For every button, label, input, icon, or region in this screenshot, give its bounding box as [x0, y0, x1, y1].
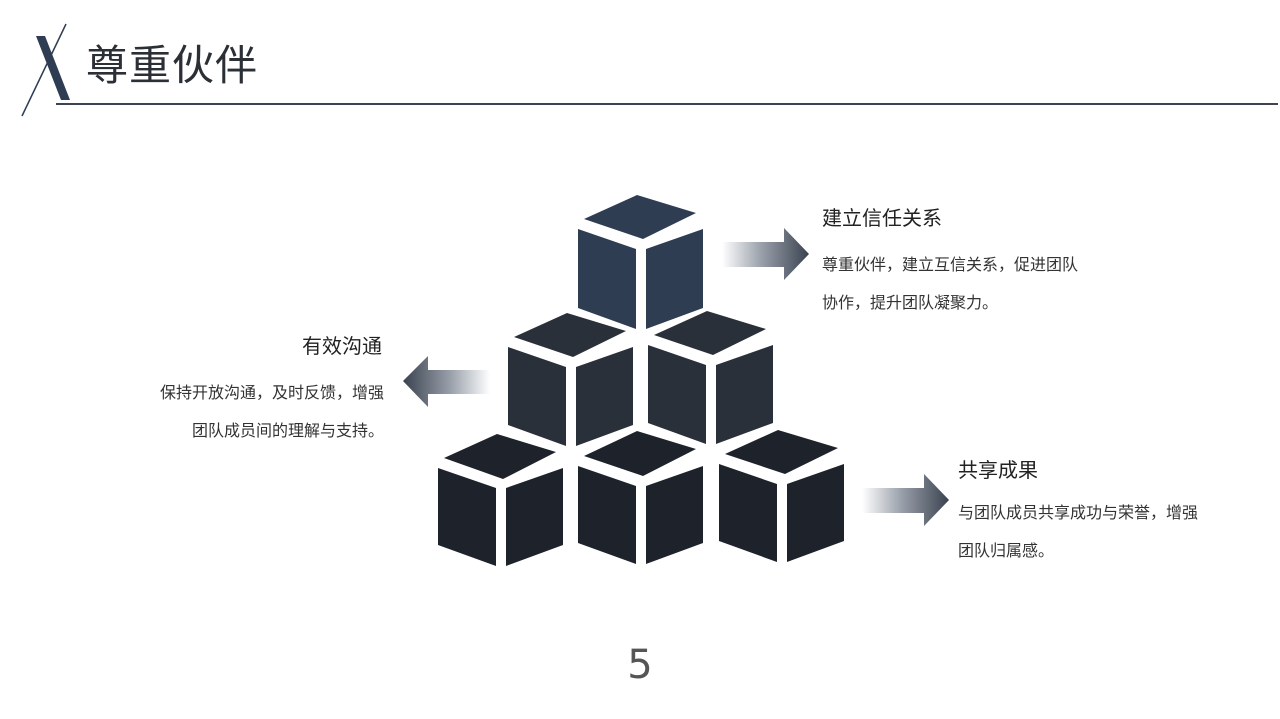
block-communication-title: 有效沟通 — [180, 332, 382, 360]
page-number: 5 — [600, 642, 680, 688]
block-share-body: 与团队成员共享成功与荣誉，增强团队归属感。 — [958, 494, 1208, 570]
arrow-right-bottom — [862, 474, 949, 526]
block-trust-title: 建立信任关系 — [822, 204, 942, 232]
arrow-left-middle — [403, 356, 490, 407]
cube-middle-right — [648, 311, 773, 444]
block-communication-body: 保持开放沟通，及时反馈，增强团队成员间的理解与支持。 — [158, 374, 384, 450]
cube-bottom-left — [438, 434, 563, 566]
cube-top — [578, 195, 703, 329]
block-trust-body: 尊重伙伴，建立互信关系，促进团队协作，提升团队凝聚力。 — [822, 246, 1082, 322]
cube-bottom-middle — [578, 431, 703, 564]
cube-middle-left — [508, 313, 633, 446]
arrow-right-top — [722, 228, 809, 280]
cube-bottom-right — [719, 430, 844, 562]
block-share-title: 共享成果 — [958, 456, 1038, 484]
